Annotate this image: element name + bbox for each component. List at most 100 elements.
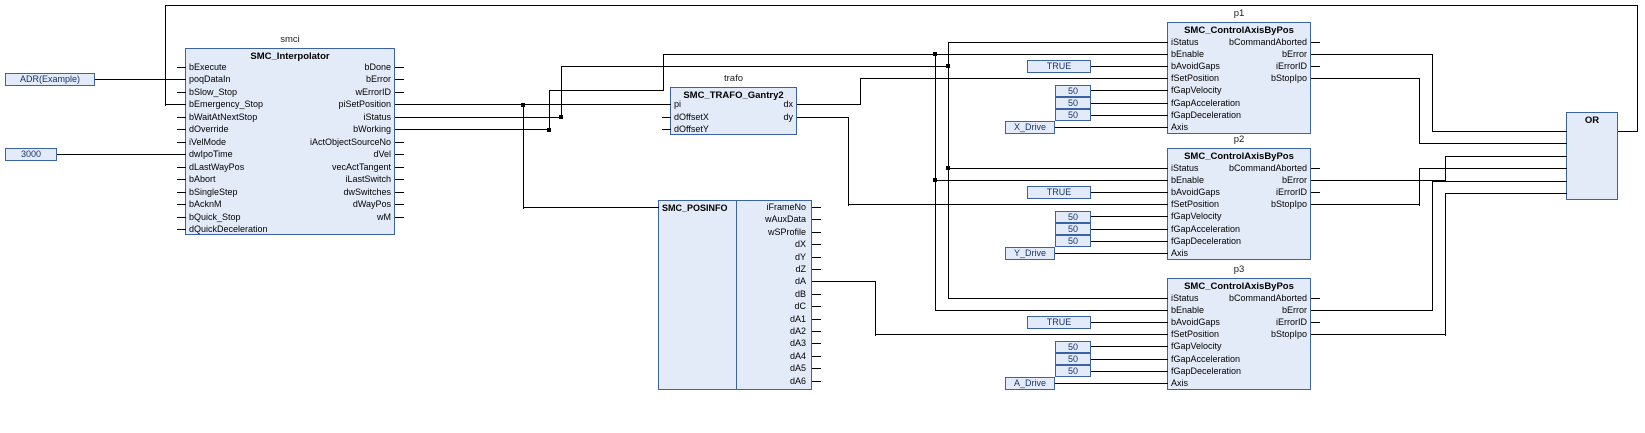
pin-p2-bAvoidGaps[interactable]: bAvoidGaps bbox=[1171, 186, 1220, 197]
pin-smci-iLastSwitch-out[interactable]: iLastSwitch bbox=[345, 174, 391, 184]
pin-p1-iErrorID-out[interactable]: iErrorID bbox=[1276, 60, 1307, 71]
pin-smci-iActObjectSourceNo-out[interactable]: iActObjectSourceNo bbox=[309, 136, 391, 147]
pin-trafo-dx-out[interactable]: dx bbox=[783, 99, 793, 109]
pin-p2-iStatus[interactable]: iStatus bbox=[1171, 162, 1199, 173]
pin-smci-piSetPosition-out[interactable]: piSetPosition bbox=[338, 99, 391, 109]
field-posinfo-iFrameNo[interactable]: iFrameNo bbox=[766, 202, 806, 212]
pin-smci-bError-out[interactable]: bError bbox=[365, 74, 391, 84]
pin-smci-wM-out[interactable]: wM bbox=[377, 211, 391, 222]
pin-p1-bError-out[interactable]: bError bbox=[1281, 48, 1307, 59]
pin-smci-bExecute[interactable]: bExecute bbox=[189, 61, 227, 72]
pin-p3-bEnable[interactable]: bEnable bbox=[1171, 304, 1205, 315]
literal-true-2[interactable]: TRUE bbox=[1027, 60, 1091, 73]
pin-p3-fGapDeceleration[interactable]: fGapDeceleration bbox=[1171, 365, 1242, 376]
pin-smci-dwIpoTime[interactable]: dwIpoTime bbox=[189, 149, 233, 159]
field-posinfo-dA3[interactable]: dA3 bbox=[789, 338, 806, 349]
pin-p2-Axis[interactable]: Axis bbox=[1171, 247, 1189, 258]
field-posinfo-dA2[interactable]: dA2 bbox=[789, 326, 806, 336]
pin-p3-fSetPosition[interactable]: fSetPosition bbox=[1171, 329, 1220, 340]
pin-p3-iErrorID-out[interactable]: iErrorID bbox=[1276, 316, 1307, 327]
field-posinfo-dA6[interactable]: dA6 bbox=[789, 375, 806, 386]
literal-50-8[interactable]: 50 bbox=[1055, 211, 1091, 223]
pin-p2-bEnable[interactable]: bEnable bbox=[1171, 174, 1205, 185]
pin-p1-bStopIpo-out[interactable]: bStopIpo bbox=[1270, 73, 1307, 84]
pin-p1-fGapAcceleration[interactable]: fGapAcceleration bbox=[1171, 97, 1241, 108]
field-posinfo-dA5[interactable]: dA5 bbox=[789, 363, 806, 374]
pin-p2-fGapAcceleration[interactable]: fGapAcceleration bbox=[1171, 223, 1241, 234]
field-posinfo-dB[interactable]: dB bbox=[794, 288, 806, 299]
pin-p2-fGapVelocity[interactable]: fGapVelocity bbox=[1171, 211, 1222, 222]
pin-p2-iErrorID-out[interactable]: iErrorID bbox=[1276, 186, 1307, 197]
pin-p1-fGapVelocity[interactable]: fGapVelocity bbox=[1171, 85, 1222, 96]
pin-p2-bCommandAborted-out[interactable]: bCommandAborted bbox=[1228, 162, 1307, 173]
pin-p1-iStatus[interactable]: iStatus bbox=[1171, 36, 1199, 47]
pin-p1-fSetPosition[interactable]: fSetPosition bbox=[1171, 73, 1220, 84]
field-posinfo-dY[interactable]: dY bbox=[794, 251, 806, 262]
pin-p3-iStatus[interactable]: iStatus bbox=[1171, 292, 1199, 303]
field-posinfo-dC[interactable]: dC bbox=[794, 301, 806, 312]
literal-a-drive-16[interactable]: A_Drive bbox=[1005, 377, 1055, 390]
literal-50-4[interactable]: 50 bbox=[1055, 97, 1091, 109]
pin-smci-dQuickDeceleration[interactable]: dQuickDeceleration bbox=[189, 224, 268, 234]
pin-p1-bEnable[interactable]: bEnable bbox=[1171, 48, 1205, 59]
pin-smci-dWayPos-out[interactable]: dWayPos bbox=[352, 199, 391, 209]
pin-smci-bSlow_Stop[interactable]: bSlow_Stop bbox=[189, 86, 238, 97]
pin-p2-fGapDeceleration[interactable]: fGapDeceleration bbox=[1171, 235, 1242, 246]
literal-true-12[interactable]: TRUE bbox=[1027, 316, 1091, 329]
pin-trafo-dy-out[interactable]: dy bbox=[783, 111, 793, 122]
pin-trafo-pi[interactable]: pi bbox=[674, 99, 682, 109]
pin-smci-dOverride[interactable]: dOverride bbox=[189, 124, 229, 134]
pin-smci-bAbort[interactable]: bAbort bbox=[189, 174, 216, 184]
pin-smci-vecActTangent-out[interactable]: vecActTangent bbox=[331, 161, 391, 172]
field-posinfo-wSProfile[interactable]: wSProfile bbox=[767, 226, 806, 237]
literal-x-drive-6[interactable]: X_Drive bbox=[1005, 121, 1055, 134]
pin-p1-bAvoidGaps[interactable]: bAvoidGaps bbox=[1171, 60, 1220, 71]
field-posinfo-dA[interactable]: dA bbox=[794, 276, 806, 287]
pin-p3-bError-out[interactable]: bError bbox=[1281, 304, 1307, 315]
literal-50-14[interactable]: 50 bbox=[1055, 353, 1091, 365]
pin-p1-fGapDeceleration[interactable]: fGapDeceleration bbox=[1171, 109, 1242, 120]
pin-p1-Axis[interactable]: Axis bbox=[1171, 121, 1189, 132]
literal-y-drive-11[interactable]: Y_Drive bbox=[1005, 247, 1055, 260]
literal-true-7[interactable]: TRUE bbox=[1027, 186, 1091, 199]
literal-50-3[interactable]: 50 bbox=[1055, 85, 1091, 97]
literal-adr-example-0[interactable]: ADR(Example) bbox=[5, 73, 95, 86]
literal-50-5[interactable]: 50 bbox=[1055, 109, 1091, 121]
pin-smci-poqDataIn[interactable]: poqDataIn bbox=[189, 74, 231, 84]
pin-smci-wErrorID-out[interactable]: wErrorID bbox=[355, 86, 392, 97]
pin-smci-bWorking-out[interactable]: bWorking bbox=[353, 124, 391, 134]
pin-smci-dVel-out[interactable]: dVel bbox=[373, 149, 391, 159]
pin-smci-bSingleStep[interactable]: bSingleStep bbox=[189, 186, 238, 197]
pin-p3-bStopIpo-out[interactable]: bStopIpo bbox=[1270, 329, 1307, 340]
pin-p1-bCommandAborted-out[interactable]: bCommandAborted bbox=[1228, 36, 1307, 47]
pin-p3-Axis[interactable]: Axis bbox=[1171, 377, 1189, 388]
pin-trafo-dOffsetX[interactable]: dOffsetX bbox=[674, 111, 709, 122]
pin-p3-bAvoidGaps[interactable]: bAvoidGaps bbox=[1171, 316, 1220, 327]
pin-smci-iVelMode[interactable]: iVelMode bbox=[189, 136, 227, 147]
pin-smci-dLastWayPos[interactable]: dLastWayPos bbox=[189, 161, 245, 172]
literal-50-13[interactable]: 50 bbox=[1055, 341, 1091, 353]
pin-smci-bEmergency_Stop[interactable]: bEmergency_Stop bbox=[189, 99, 264, 109]
literal-3000-1[interactable]: 3000 bbox=[5, 148, 57, 161]
pin-p3-fGapAcceleration[interactable]: fGapAcceleration bbox=[1171, 353, 1241, 364]
literal-50-9[interactable]: 50 bbox=[1055, 223, 1091, 235]
field-posinfo-wAuxData[interactable]: wAuxData bbox=[764, 214, 806, 225]
field-posinfo-dA1[interactable]: dA1 bbox=[789, 313, 806, 324]
pin-smci-dwSwitches-out[interactable]: dwSwitches bbox=[343, 186, 391, 197]
field-posinfo-dZ[interactable]: dZ bbox=[795, 264, 806, 274]
pin-smci-bDone-out[interactable]: bDone bbox=[364, 61, 391, 72]
pin-smci-bQuick_Stop[interactable]: bQuick_Stop bbox=[189, 211, 241, 222]
pin-p3-bCommandAborted-out[interactable]: bCommandAborted bbox=[1228, 292, 1307, 303]
pin-smci-bAcknM[interactable]: bAcknM bbox=[189, 199, 222, 209]
literal-50-15[interactable]: 50 bbox=[1055, 365, 1091, 377]
pin-p3-fGapVelocity[interactable]: fGapVelocity bbox=[1171, 341, 1222, 352]
pin-p2-bStopIpo-out[interactable]: bStopIpo bbox=[1270, 199, 1307, 210]
pin-smci-iStatus-out[interactable]: iStatus bbox=[363, 111, 391, 122]
